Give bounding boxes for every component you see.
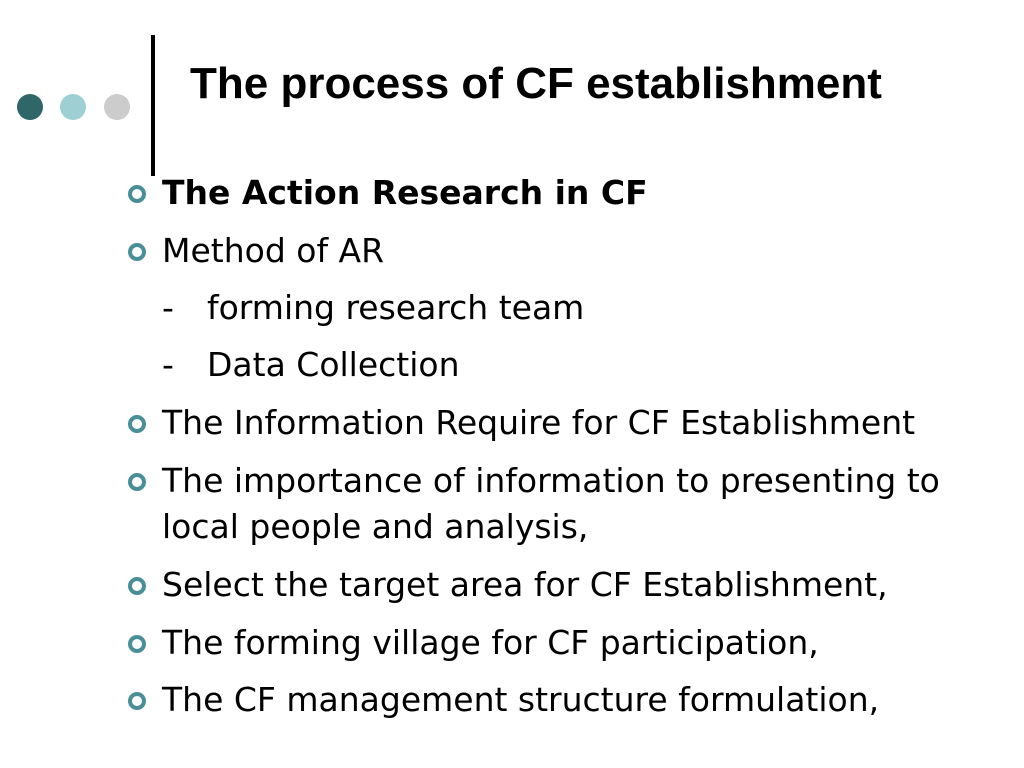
- ring-bullet-icon: [128, 473, 146, 491]
- slide-title: The process of CF establishment: [190, 59, 882, 108]
- sub-item-text: forming research team: [207, 288, 585, 327]
- ring-bullet-icon: [128, 415, 146, 433]
- bullet-text: The CF management structure formulation,: [162, 680, 880, 719]
- bullet-text: The Action Research in CF: [162, 173, 648, 212]
- dash-marker: -: [162, 288, 174, 327]
- bullet-text: The importance of information to present…: [162, 461, 940, 500]
- bullet-item-method-of-ar: Method of AR: [128, 228, 385, 274]
- ring-bullet-icon: [128, 692, 146, 710]
- bullet-text: The forming village for CF participation…: [162, 623, 819, 662]
- ring-bullet-icon: [128, 243, 146, 261]
- ring-bullet-icon: [128, 635, 146, 653]
- bullet-text-continuation: local people and analysis,: [162, 507, 589, 546]
- bullet-item-action-research: The Action Research in CF: [128, 170, 648, 216]
- decorative-dot-gray: [104, 94, 130, 120]
- bullet-text: Select the target area for CF Establishm…: [162, 565, 888, 604]
- bullet-item-importance-of-information: The importance of information to present…: [128, 458, 940, 550]
- ring-bullet-icon: [128, 577, 146, 595]
- decorative-dot-light: [60, 94, 86, 120]
- ring-bullet-icon: [128, 185, 146, 203]
- decorative-dot-dark: [17, 94, 43, 120]
- sub-item-text: Data Collection: [207, 345, 460, 384]
- bullet-item-select-target-area: Select the target area for CF Establishm…: [128, 562, 888, 608]
- bullet-item-management-structure: The CF management structure formulation,: [128, 677, 880, 723]
- bullet-text: The Information Require for CF Establish…: [162, 403, 916, 442]
- bullet-item-forming-village: The forming village for CF participation…: [128, 620, 819, 666]
- title-divider-bar: [151, 35, 155, 176]
- bullet-item-information-require: The Information Require for CF Establish…: [128, 400, 916, 446]
- dash-marker: -: [162, 345, 174, 384]
- bullet-text: Method of AR: [162, 231, 385, 270]
